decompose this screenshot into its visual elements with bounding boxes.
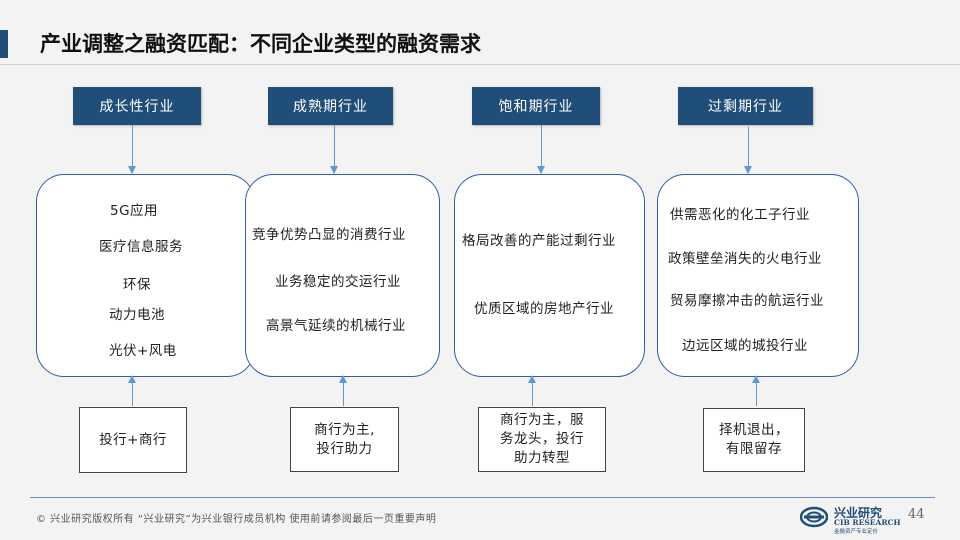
header-mature-industry: 成熟期行业: [268, 87, 393, 125]
list-item: 环保: [123, 277, 151, 293]
saturated-industry-box: 格局改善的产能过剩行业 优质区域的房地产行业: [454, 174, 645, 377]
financing-box-overcapacity: 择机退出， 有限留存: [703, 408, 805, 472]
financing-box-growth: 投行+商行: [79, 407, 187, 473]
list-item: 竞争优势凸显的消费行业: [252, 227, 406, 243]
list-item: 5G应用: [110, 203, 159, 219]
list-item: 格局改善的产能过剩行业: [462, 233, 616, 249]
down-arrow-icon: [330, 125, 338, 174]
growth-industry-box: 5G应用 医疗信息服务 环保 动力电池 光伏+风电: [36, 174, 255, 377]
header-growth-industry: 成长性行业: [73, 87, 201, 125]
financing-line: 商行为主，服: [500, 412, 584, 428]
financing-line: 助力转型: [514, 450, 570, 466]
cib-research-logo: 兴业研究 CIB RESEARCH 金融资产专业定价: [800, 502, 901, 536]
up-arrow-icon: [752, 375, 760, 406]
list-item: 优质区域的房地产行业: [474, 301, 614, 317]
up-arrow-icon: [339, 375, 347, 406]
financing-line: 投行+商行: [99, 431, 167, 448]
title-divider: [0, 64, 960, 65]
page-number: 44: [908, 507, 925, 522]
financing-box-saturated: 商行为主，服 务龙头，投行 助力转型: [478, 407, 606, 472]
list-item: 光伏+风电: [109, 343, 177, 359]
financing-line: 务龙头，投行: [500, 431, 584, 447]
financing-line: 投行助力: [316, 440, 373, 457]
up-arrow-icon: [128, 375, 136, 406]
down-arrow-icon: [744, 127, 752, 174]
down-arrow-icon: [128, 125, 136, 174]
title-bar: 产业调整之融资匹配：不同企业类型的融资需求: [0, 22, 960, 66]
list-item: 贸易摩擦冲击的航运行业: [670, 293, 824, 309]
footer-copyright: © 兴业研究版权所有 “兴业研究”为兴业银行成员机构 使用前请参阅最后一页重要声…: [36, 514, 437, 525]
list-item: 医疗信息服务: [99, 239, 183, 255]
overcapacity-industry-box: 供需恶化的化工子行业 政策壁垒消失的火电行业 贸易摩擦冲击的航运行业 边远区域的…: [657, 174, 859, 377]
list-item: 业务稳定的交运行业: [275, 274, 401, 290]
list-item: 高景气延续的机械行业: [266, 318, 406, 334]
page-title: 产业调整之融资匹配：不同企业类型的融资需求: [40, 31, 481, 56]
financing-line: 有限留存: [726, 441, 782, 457]
logo-text-en: CIB RESEARCH: [834, 518, 901, 527]
down-arrow-icon: [537, 125, 545, 174]
title-accent-bar: [0, 30, 8, 58]
cib-logo-icon: [800, 506, 828, 528]
list-item: 动力电池: [109, 307, 165, 323]
header-saturated-industry: 饱和期行业: [472, 87, 600, 125]
logo-text-cn: 兴业研究: [834, 506, 883, 520]
list-item: 政策壁垒消失的火电行业: [668, 251, 822, 267]
financing-line: 商行为主,: [314, 421, 375, 438]
logo-slogan: 金融资产专业定价: [834, 529, 879, 535]
footer-divider: [30, 497, 935, 498]
list-item: 边远区域的城投行业: [682, 338, 808, 354]
header-overcapacity-industry: 过剩期行业: [678, 87, 813, 125]
financing-line: 择机退出，: [719, 422, 789, 438]
list-item: 供需恶化的化工子行业: [670, 207, 810, 223]
mature-industry-box: 竞争优势凸显的消费行业 业务稳定的交运行业 高景气延续的机械行业: [245, 174, 440, 377]
up-arrow-icon: [528, 375, 536, 406]
financing-box-mature: 商行为主, 投行助力: [290, 407, 399, 472]
